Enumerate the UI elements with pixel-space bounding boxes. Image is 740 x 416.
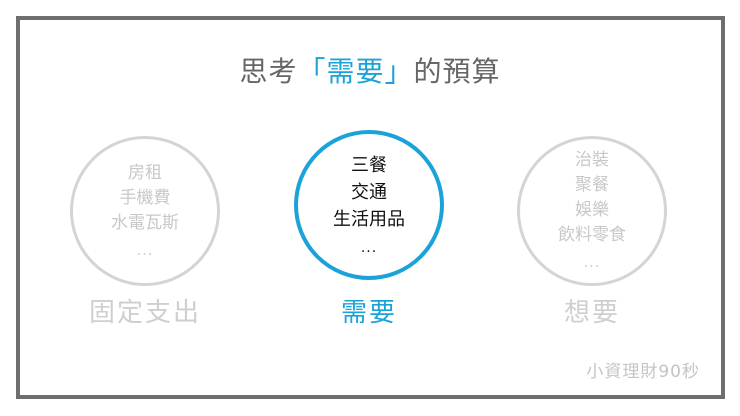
fixed-expenses-circle: 房租 手機費 水電瓦斯 ...: [70, 136, 220, 286]
title-highlight: 需要: [326, 55, 385, 88]
needs-circle: 三餐 交通 生活用品 ...: [294, 130, 444, 280]
slide-title: 思考「需要」的預算: [0, 50, 740, 90]
fixed-item: 房租: [128, 162, 162, 183]
wants-item: 聚餐: [575, 175, 609, 195]
title-prefix: 思考: [239, 55, 298, 88]
needs-item: 生活用品: [333, 208, 405, 230]
needs-more: ...: [360, 239, 378, 256]
wants-label: 想要: [563, 298, 620, 328]
title-suffix: 的預算: [413, 55, 501, 88]
wants-item: 娛樂: [575, 200, 609, 220]
needs-item: 交通: [351, 181, 387, 203]
fixed-expenses-label: 固定支出: [88, 298, 201, 328]
brand-watermark: 小資理財90秒: [586, 362, 700, 382]
fixed-item: 手機費: [119, 187, 171, 208]
wants-circle: 治裝 聚餐 娛樂 飲料零食 ...: [517, 136, 667, 286]
fixed-more: ...: [136, 242, 154, 259]
fixed-item: 水電瓦斯: [111, 212, 179, 233]
title-open-bracket: 「: [297, 55, 327, 88]
wants-item: 治裝: [575, 150, 609, 170]
needs-item: 三餐: [351, 154, 387, 176]
needs-label: 需要: [340, 298, 397, 328]
wants-item: 飲料零食: [558, 225, 626, 245]
wants-more: ...: [583, 255, 601, 271]
title-close-bracket: 」: [384, 55, 414, 88]
